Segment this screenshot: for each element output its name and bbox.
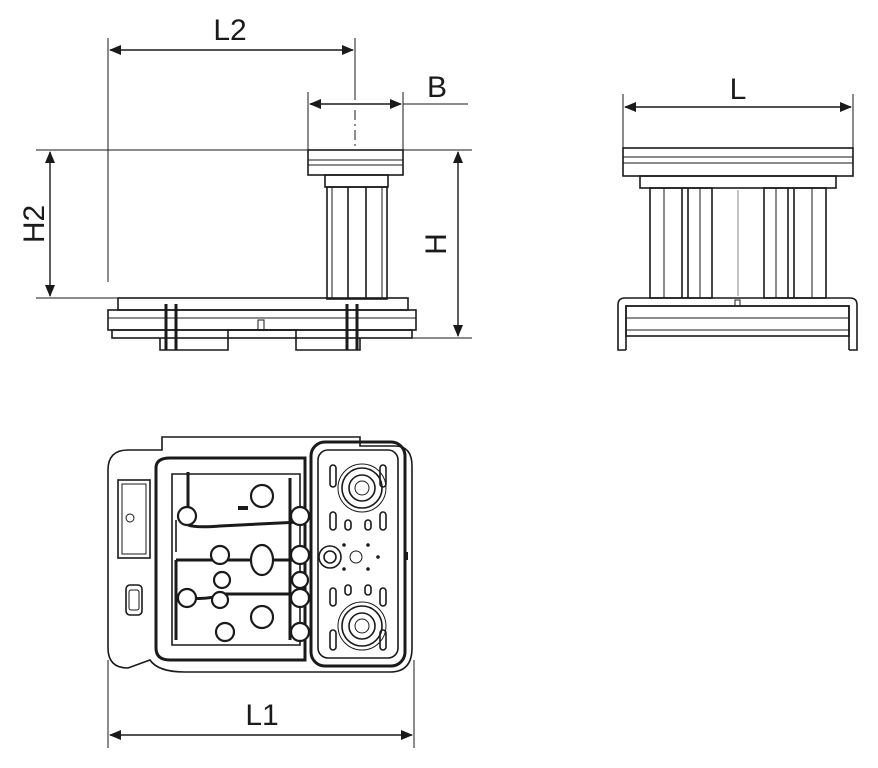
dim-label-l2: L2 — [213, 14, 246, 47]
dim-label-h2: H2 — [18, 205, 51, 243]
side-view: L2 B H2 H — [18, 14, 472, 351]
top-view: L1 — [107, 436, 415, 748]
dim-label-b: B — [427, 71, 447, 104]
dim-label-h: H — [420, 233, 453, 255]
dim-label-l: L — [730, 73, 747, 106]
dim-label-l1: L1 — [245, 699, 278, 732]
front-view: L — [617, 73, 858, 351]
